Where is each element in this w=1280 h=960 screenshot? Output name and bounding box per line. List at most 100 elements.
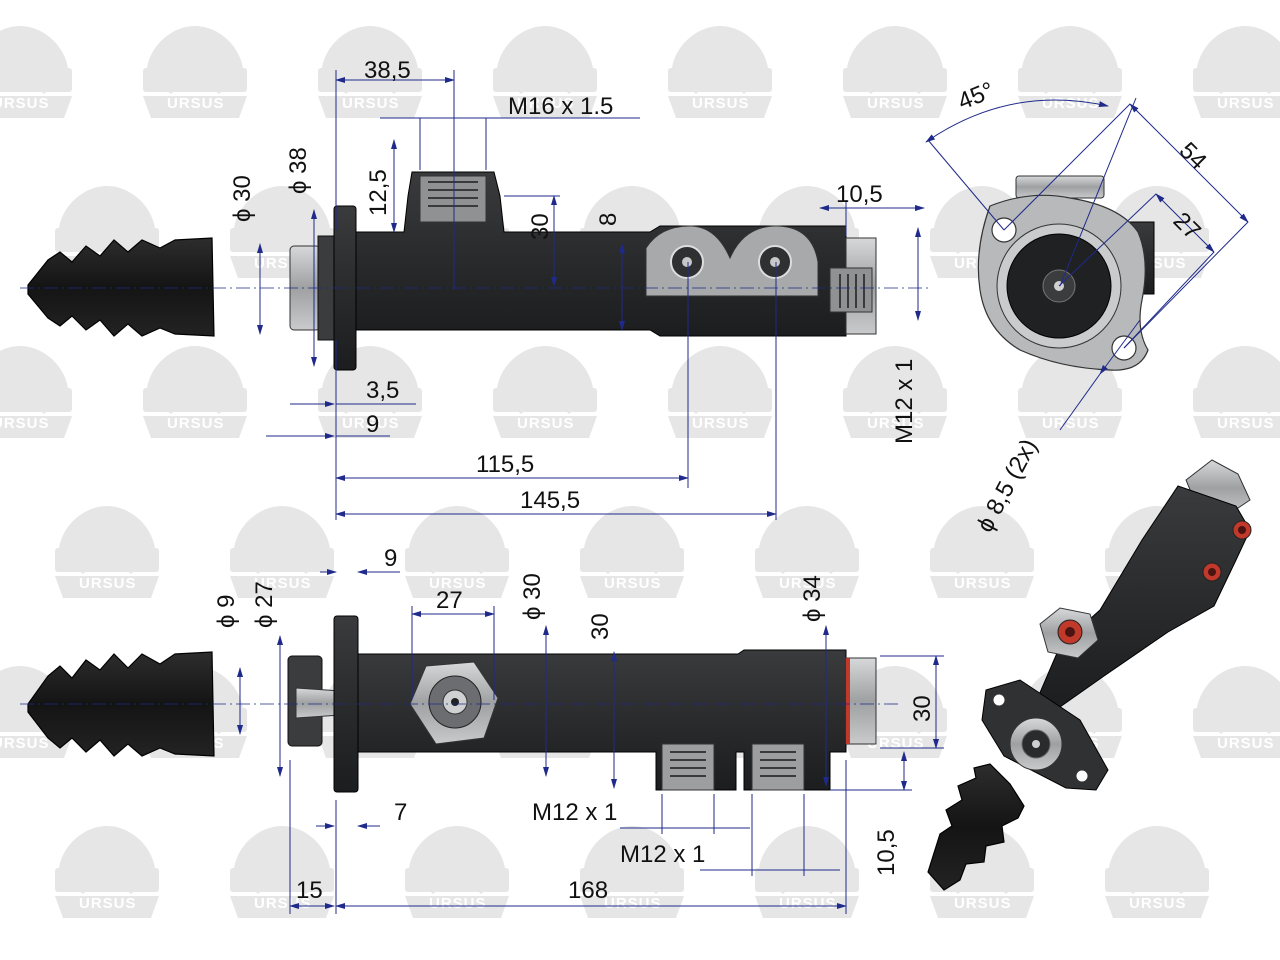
watermark-label: URSUS (79, 895, 137, 912)
watermark-label: URSUS (1217, 735, 1275, 752)
watermark-label: URSUS (867, 415, 925, 432)
watermark-label: URSUS (1042, 415, 1100, 432)
watermark-logo: URSUS (0, 26, 72, 118)
watermark-logo: URSUS (493, 26, 597, 118)
dim-12-5: 12,5 (365, 169, 392, 216)
watermark-logo: URSUS (755, 506, 859, 598)
watermark-logo: URSUS (1018, 26, 1122, 118)
bottom-side-view (20, 615, 900, 793)
watermark-label: URSUS (1217, 95, 1275, 112)
watermark-logo: URSUS (405, 826, 509, 918)
dim-d9: ϕ 9 (213, 595, 240, 628)
watermark-label: URSUS (342, 415, 400, 432)
watermark-label: URSUS (1217, 415, 1275, 432)
dim-38-5: 38,5 (364, 57, 411, 84)
iso-boot (927, 763, 1025, 891)
watermark-logo: URSUS (668, 26, 772, 118)
watermark-label: URSUS (954, 895, 1012, 912)
dim-10-5-top: 10,5 (836, 181, 883, 208)
dim-30-bottom: 30 (587, 613, 614, 640)
dim-9-bottom: 9 (384, 545, 397, 572)
rubber-boot (27, 237, 215, 337)
bottom-dimensions (237, 569, 944, 914)
watermark-label: URSUS (0, 95, 50, 112)
watermark-logo: URSUS (1018, 346, 1122, 438)
watermark-logo: URSUS (55, 826, 159, 918)
dim-15: 15 (296, 877, 323, 904)
watermark-logo: URSUS (0, 666, 72, 758)
watermark-label: URSUS (342, 95, 400, 112)
watermark-logo: URSUS (405, 506, 509, 598)
top-dimensions (257, 70, 925, 520)
dim-3-5: 3,5 (366, 377, 399, 404)
watermark-label: URSUS (0, 735, 50, 752)
watermark-label: URSUS (0, 415, 50, 432)
dim-m12-right: M12 x 1 (891, 359, 918, 444)
end-view-top-nut (1015, 175, 1105, 199)
watermark-label: URSUS (779, 895, 837, 912)
watermark-label: URSUS (692, 95, 750, 112)
dim-d30-bottom: ϕ 30 (519, 573, 546, 620)
watermark-logo: URSUS (843, 26, 947, 118)
dim-168: 168 (568, 877, 608, 904)
dim-10-5-bottom: 10,5 (873, 829, 900, 876)
watermark-label: URSUS (604, 895, 662, 912)
dim-d38: ϕ 38 (285, 147, 312, 194)
watermark-label: URSUS (79, 575, 137, 592)
watermark-label: URSUS (167, 95, 225, 112)
watermark-label: URSUS (604, 575, 662, 592)
top-side-view (20, 171, 930, 371)
dim-30-right: 30 (909, 695, 936, 722)
dim-d34: ϕ 34 (799, 575, 826, 622)
watermark-logo: URSUS (143, 346, 247, 438)
dim-m12-b: M12 x 1 (620, 841, 705, 868)
watermark-logo: URSUS (580, 506, 684, 598)
watermark-label: URSUS (517, 95, 575, 112)
watermark-logo: URSUS (580, 826, 684, 918)
dim-27-bottom: 27 (436, 587, 463, 614)
watermark-logo: URSUS (493, 346, 597, 438)
isometric-view (927, 459, 1252, 891)
watermark-label: URSUS (517, 415, 575, 432)
watermark-logo: URSUS (668, 346, 772, 438)
end-view-dimensions (925, 97, 1249, 431)
dim-d30-top: ϕ 30 (229, 175, 256, 222)
dim-7: 7 (394, 799, 407, 826)
watermark-label: URSUS (692, 415, 750, 432)
watermark-logo: URSUS (230, 826, 334, 918)
watermark-logo: URSUS (0, 346, 72, 438)
watermark-logo: URSUS (230, 506, 334, 598)
watermark-label: URSUS (867, 95, 925, 112)
dim-115-5: 115,5 (476, 451, 534, 478)
dim-30-top: 30 (527, 213, 554, 240)
watermark-logo: URSUS (843, 346, 947, 438)
watermark-logo: URSUS (318, 346, 422, 438)
dim-9-top: 9 (366, 411, 379, 438)
top-labels: ϕ 30 ϕ 38 38,5 M16 x 1.5 12,5 30 8 10,5 … (229, 57, 918, 514)
dim-d27-bottom: ϕ 27 (251, 581, 278, 628)
watermark-label: URSUS (167, 415, 225, 432)
watermark-logo: URSUS (1193, 666, 1280, 758)
watermark-logo: URSUS (930, 826, 1034, 918)
dim-54: 54 (1174, 137, 1212, 175)
dim-m16-thread: M16 x 1.5 (508, 93, 613, 120)
dim-145-5: 145,5 (520, 487, 580, 514)
watermark-label: URSUS (429, 575, 487, 592)
bottom-labels: ϕ 9 ϕ 27 9 27 ϕ 30 30 ϕ 34 30 7 M12 x 1 … (213, 545, 936, 904)
dim-m12-a: M12 x 1 (532, 799, 617, 826)
watermark-logo: URSUS (55, 506, 159, 598)
watermark-label: URSUS (1042, 95, 1100, 112)
watermark-label: URSUS (429, 895, 487, 912)
watermark-logo: URSUS (930, 506, 1034, 598)
watermark-label: URSUS (779, 575, 837, 592)
watermark-label: URSUS (1129, 895, 1187, 912)
watermark-label: URSUS (254, 575, 312, 592)
watermark-label: URSUS (954, 575, 1012, 592)
watermark-logo: URSUS (143, 26, 247, 118)
watermark-logo: URSUS (1193, 26, 1280, 118)
watermark-logo: URSUS (1105, 826, 1209, 918)
watermark-logo: URSUS (755, 826, 859, 918)
watermark-logo: URSUS (1193, 346, 1280, 438)
